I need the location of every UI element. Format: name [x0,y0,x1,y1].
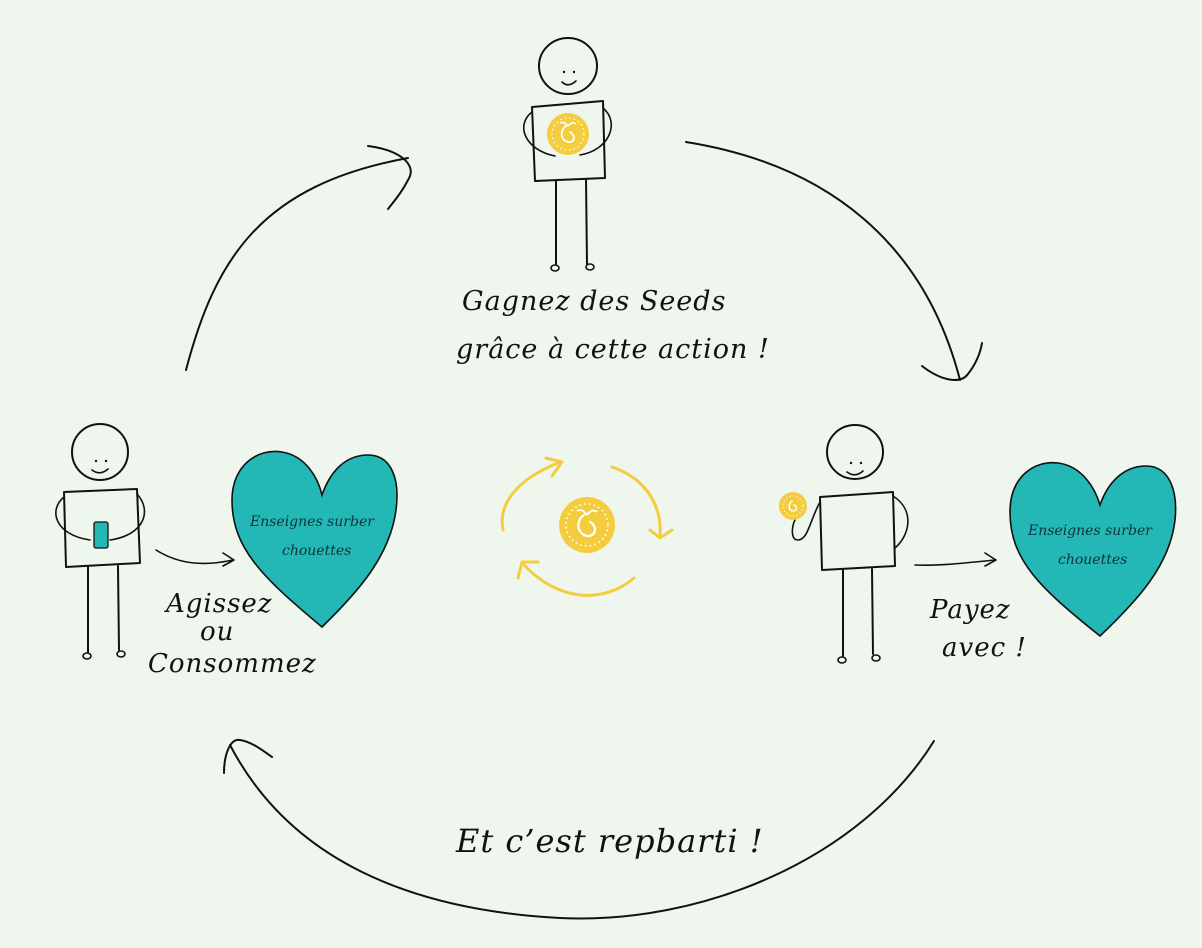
right-heart-text-line1: Enseignes surber [1027,523,1153,539]
earn-label-line1: Gagnez des Seeds [462,286,726,317]
act-label-line1: Agissez [164,589,273,619]
seed-coin-icon [559,497,615,553]
restart-label: Et c’est repbarti ! [455,822,764,860]
arrow-left-up [185,145,412,371]
left-heart-text-line1: Enseignes surber [249,514,375,530]
right-small-arrow [914,552,997,567]
act-label-line2: ou [200,617,234,647]
arrow-right-down [685,141,983,381]
cycle-arrows-icon [500,456,674,597]
right-heart-text-line2: chouettes [1058,552,1127,568]
arrow-bottom-back [223,738,935,920]
act-label-line3: Consommez [148,649,317,679]
top-person-figure [522,37,612,272]
right-heart [1009,461,1177,638]
earn-label-line2: grâce à cette action ! [456,334,770,365]
pay-label-line2: avec ! [942,633,1027,663]
seed-coin-icon [779,492,807,520]
seed-coin-icon [547,113,589,155]
phone-icon [93,521,109,549]
left-heart [231,450,398,629]
left-heart-text-line2: chouettes [282,543,351,559]
left-small-arrow [155,549,235,567]
left-person-figure [55,423,146,660]
right-person-figure [791,424,909,664]
pay-label-line1: Payez [929,595,1011,625]
